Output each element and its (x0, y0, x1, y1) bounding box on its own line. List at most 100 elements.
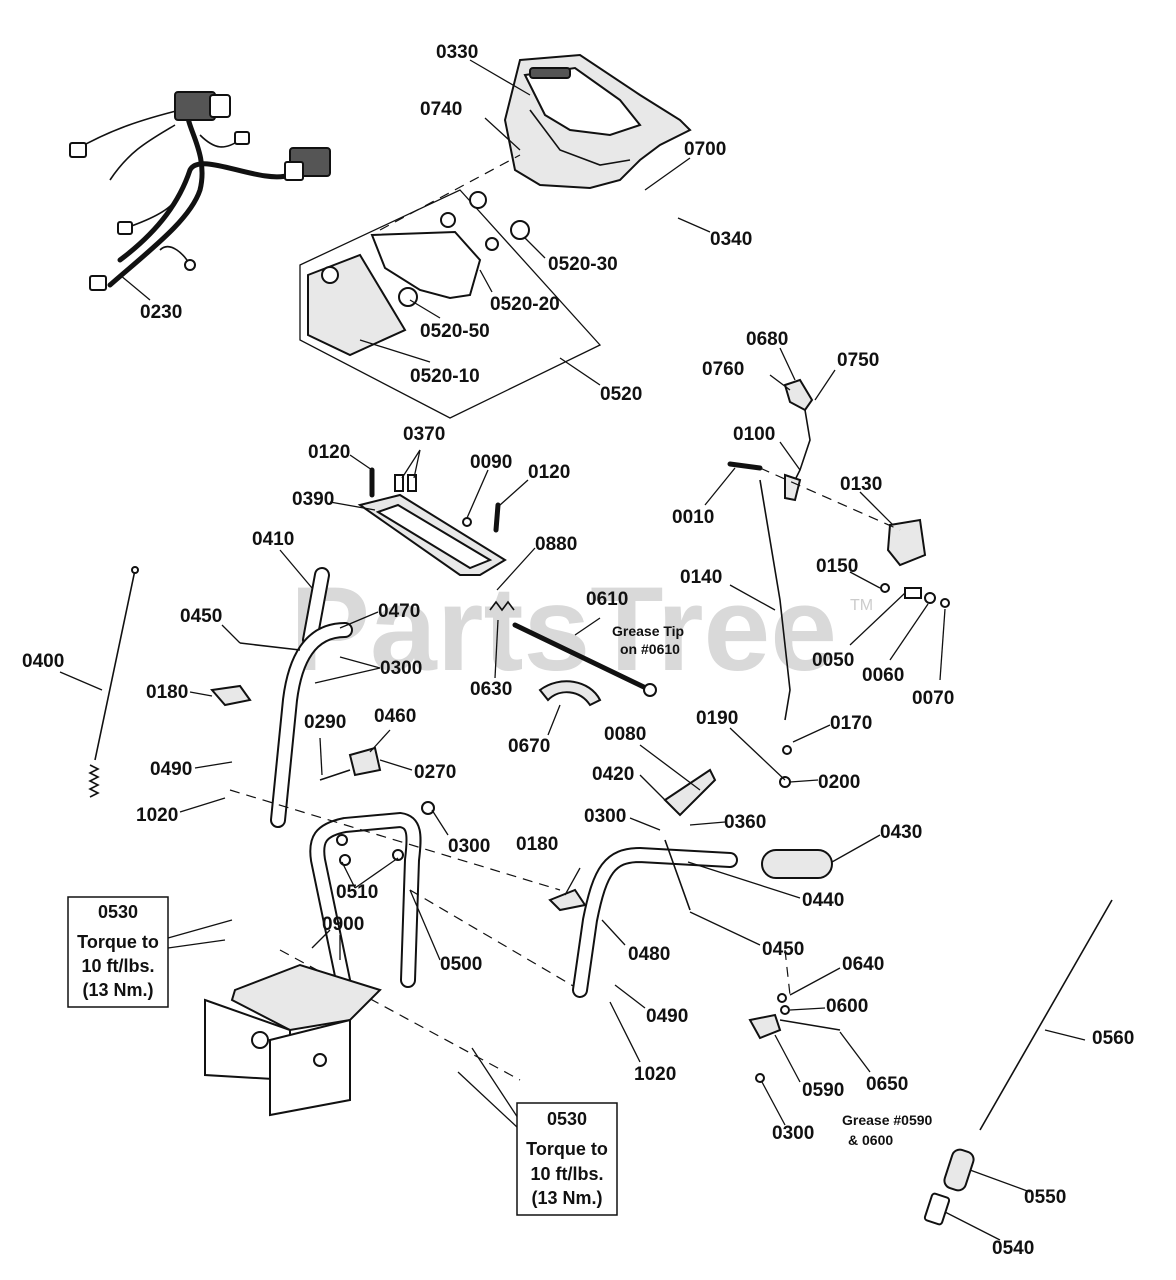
lower-handle-frame (229, 789, 581, 1081)
label-0540: 0540 (992, 1238, 1034, 1259)
torque-box-right-line3: (13 Nm.) (531, 1188, 602, 1208)
note-grease-tip-2: on #0610 (620, 641, 680, 657)
control-cable-right (923, 899, 1113, 1226)
label-0150: 0150 (816, 556, 858, 577)
label-0090: 0090 (470, 452, 512, 473)
label-0440: 0440 (802, 890, 844, 911)
label-0170: 0170 (830, 713, 872, 734)
label-0300-d: 0300 (772, 1123, 814, 1144)
torque-box-left-line1: Torque to (77, 932, 159, 952)
label-0300-c: 0300 (584, 806, 626, 827)
note-grease-590-2: & 0600 (848, 1132, 893, 1148)
label-0700: 0700 (684, 139, 726, 160)
label-0330: 0330 (436, 42, 478, 63)
torque-box-right-line2: 10 ft/lbs. (530, 1164, 603, 1184)
label-0070: 0070 (912, 688, 954, 709)
label-0630: 0630 (470, 679, 512, 700)
label-0410: 0410 (252, 529, 294, 550)
label-0460: 0460 (374, 706, 416, 727)
label-0900: 0900 (322, 914, 364, 935)
label-0670: 0670 (508, 736, 550, 757)
label-0120-b: 0120 (528, 462, 570, 483)
label-0650: 0650 (866, 1074, 908, 1095)
label-0130: 0130 (840, 474, 882, 495)
label-0100: 0100 (733, 424, 775, 445)
label-0340: 0340 (710, 229, 752, 250)
label-0080: 0080 (604, 724, 646, 745)
label-0640: 0640 (842, 954, 884, 975)
label-0490-a: 0490 (150, 759, 192, 780)
dash-plate (357, 467, 507, 576)
right-handle (548, 768, 833, 998)
label-0120-a: 0120 (308, 442, 350, 463)
label-0680: 0680 (746, 329, 788, 350)
grease-notes: Grease Tip on #0610 Grease #0590 & 0600 (612, 623, 933, 1148)
label-0520-50: 0520-50 (420, 321, 490, 342)
torque-box-left-part: 0530 (98, 902, 138, 922)
label-0510: 0510 (336, 882, 378, 903)
label-0050: 0050 (812, 650, 854, 671)
torque-box-right-part: 0530 (547, 1109, 587, 1129)
torque-box-left-line3: (13 Nm.) (82, 980, 153, 1000)
label-0270: 0270 (414, 762, 456, 783)
label-0740: 0740 (420, 99, 462, 120)
label-0290: 0290 (304, 712, 346, 733)
label-0430: 0430 (880, 822, 922, 843)
label-1020-a: 1020 (136, 805, 178, 826)
note-grease-590-1: Grease #0590 (842, 1112, 933, 1128)
label-0300-b: 0300 (448, 836, 490, 857)
torque-box-left-line2: 10 ft/lbs. (81, 956, 154, 976)
label-0180-a: 0180 (146, 682, 188, 703)
label-0060: 0060 (862, 665, 904, 686)
label-0360: 0360 (724, 812, 766, 833)
wire-harness (69, 91, 331, 291)
label-0390: 0390 (292, 489, 334, 510)
frame-plate (204, 963, 382, 1117)
label-0200: 0200 (818, 772, 860, 793)
chute-control-assembly (727, 378, 950, 788)
label-0600: 0600 (826, 996, 868, 1017)
headlight-assembly-box (299, 154, 602, 419)
label-0880: 0880 (535, 534, 577, 555)
torque-box-left: 0530 Torque to 10 ft/lbs. (13 Nm.) (67, 896, 169, 1008)
label-0590: 0590 (802, 1080, 844, 1101)
label-0420: 0420 (592, 764, 634, 785)
control-cable-left (88, 566, 139, 798)
note-grease-tip-1: Grease Tip (612, 623, 684, 639)
part-labels: 0330 0740 0700 0340 0520-30 0520-20 0520… (22, 42, 1134, 1259)
watermark-text: PartsTree (290, 562, 837, 696)
label-0450-a: 0450 (180, 606, 222, 627)
label-0450-b: 0450 (762, 939, 804, 960)
label-0010: 0010 (672, 507, 714, 528)
label-0520: 0520 (600, 384, 642, 405)
label-0180-b: 0180 (516, 834, 558, 855)
label-0520-30: 0520-30 (548, 254, 618, 275)
label-0190: 0190 (696, 708, 738, 729)
leader-lines (59, 59, 1086, 1241)
linkage-0590 (748, 949, 841, 1083)
label-0370: 0370 (403, 424, 445, 445)
spring-and-rod (489, 600, 657, 707)
label-0300-a: 0300 (380, 658, 422, 679)
label-0750: 0750 (837, 350, 879, 371)
watermark-tm: TM (850, 597, 873, 614)
label-0560: 0560 (1092, 1028, 1134, 1049)
label-0470: 0470 (378, 601, 420, 622)
label-1020-b: 1020 (634, 1064, 676, 1085)
headlight-housing (503, 53, 692, 190)
upper-left-handle (210, 567, 353, 828)
label-0140: 0140 (680, 567, 722, 588)
label-0520-20: 0520-20 (490, 294, 560, 315)
label-0550: 0550 (1024, 1187, 1066, 1208)
label-0400: 0400 (22, 651, 64, 672)
label-0480: 0480 (628, 944, 670, 965)
bracket-0460 (319, 746, 382, 781)
torque-box-right-line1: Torque to (526, 1139, 608, 1159)
label-0230: 0230 (140, 302, 182, 323)
label-0760: 0760 (702, 359, 744, 380)
label-0500: 0500 (440, 954, 482, 975)
label-0520-10: 0520-10 (410, 366, 480, 387)
label-0490-b: 0490 (646, 1006, 688, 1027)
label-0610: 0610 (586, 589, 628, 610)
